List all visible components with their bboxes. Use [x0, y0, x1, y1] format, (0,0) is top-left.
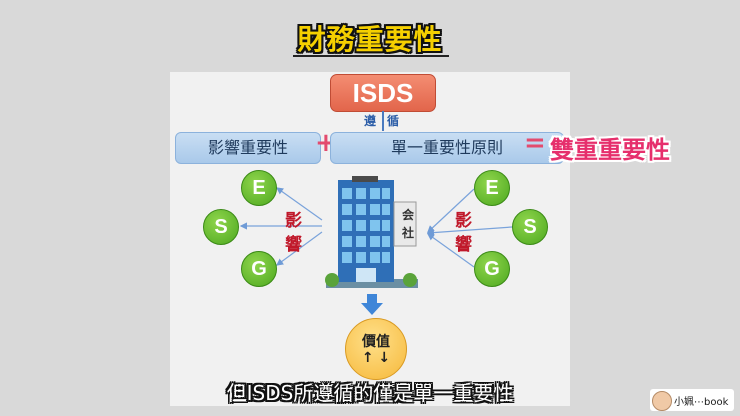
- esg-s-left: S: [203, 209, 239, 245]
- follow-connector: [382, 111, 384, 131]
- double-materiality-label: 雙重重要性: [550, 136, 670, 164]
- value-label: 價值: [362, 334, 390, 350]
- value-circle: 價值 ↑ ↓: [345, 318, 407, 380]
- follow-char-2: 循: [387, 114, 400, 128]
- single-materiality-box: 單一重要性原則: [330, 132, 564, 164]
- arrow-to-g-left: [276, 231, 323, 266]
- value-arrows: ↑ ↓: [361, 350, 391, 366]
- impact-char-right-1: 影: [455, 211, 472, 231]
- company-building-icon: [325, 176, 418, 288]
- impact-materiality-box: 影響重要性: [175, 132, 321, 164]
- esg-g-left: G: [241, 251, 277, 287]
- esg-e-right: E: [474, 170, 510, 206]
- impact-char-left-2: 響: [285, 235, 302, 255]
- channel-logo: 小姵⋯book: [650, 389, 734, 411]
- subtitle-caption: 但ISDS所遵循的僅是單一重要性: [226, 381, 514, 405]
- title-underline: [293, 55, 449, 57]
- company-sign-char-1: 会: [402, 208, 415, 222]
- arrow-from-e-right: [427, 188, 475, 233]
- esg-s-right: S: [512, 209, 548, 245]
- company-sign-char-2: 社: [402, 226, 415, 240]
- down-arrow: [361, 294, 383, 315]
- channel-name: 小姵⋯book: [674, 397, 729, 408]
- page-title: 財務重要性: [297, 23, 443, 56]
- arrow-from-g-right: [427, 233, 475, 268]
- arrow-from-s-right: [426, 226, 513, 237]
- equals-sign: =: [524, 128, 546, 158]
- esg-g-right: G: [474, 251, 510, 287]
- arrow-to-e-left: [276, 187, 323, 221]
- follow-char-1: 遵: [364, 114, 377, 128]
- impact-char-left-1: 影: [285, 211, 302, 231]
- avatar: [652, 391, 672, 411]
- impact-char-right-2: 響: [455, 235, 472, 255]
- esg-e-left: E: [241, 170, 277, 206]
